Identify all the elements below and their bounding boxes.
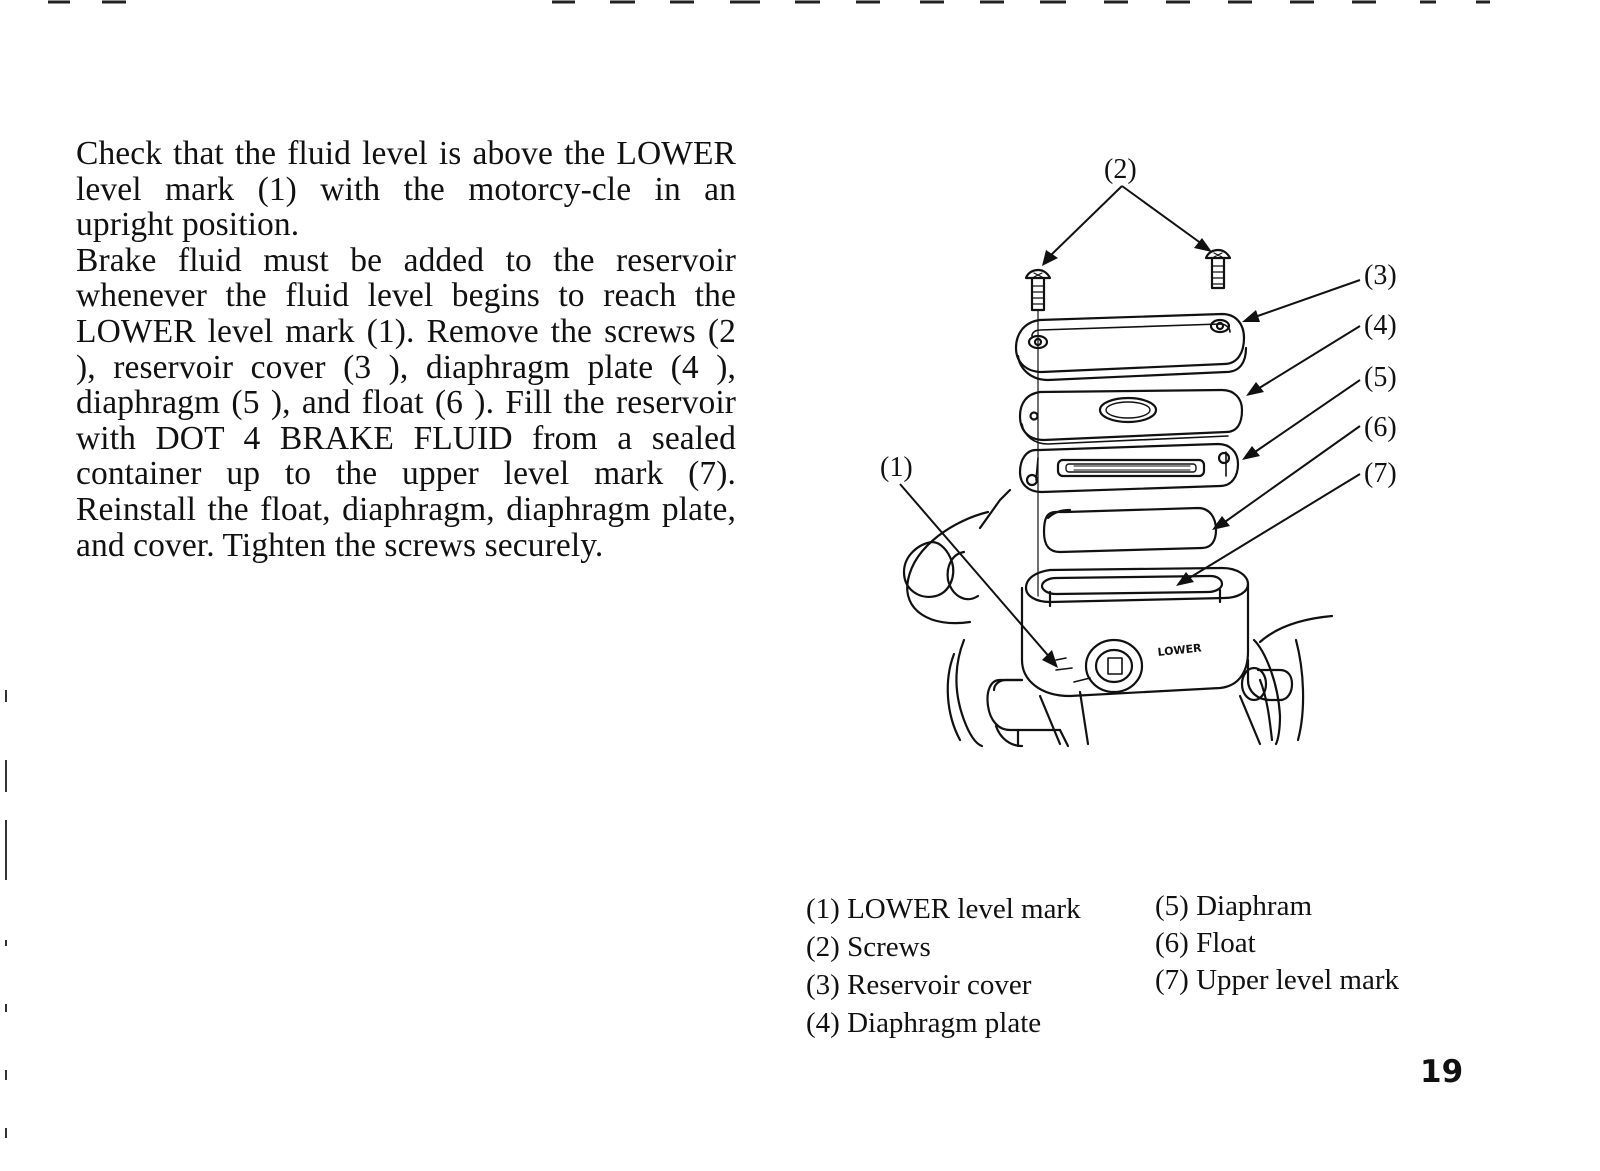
scan-edge-marks-left xyxy=(5,690,7,1138)
scan-edge-marks-top xyxy=(48,0,1490,4)
callout-5: (5) xyxy=(1364,362,1397,393)
parts-legend-left: (1) LOWER level mark (2) Screws (3) Rese… xyxy=(806,890,1081,1042)
page-number: 19 xyxy=(1420,1054,1464,1090)
instruction-text: Check that the fluid level is above the … xyxy=(76,136,736,563)
legend-item: (5) Diaphram xyxy=(1155,890,1313,922)
callout-4: (4) xyxy=(1364,310,1397,341)
instruction-paragraph-1: Check that the fluid level is above the … xyxy=(76,135,736,244)
parts-legend-right: (5) Diaphram (6) Float (7) Upper level m… xyxy=(1155,888,1399,999)
legend-item: (6) Float xyxy=(1155,927,1256,959)
embossed-lower-label: LOWER xyxy=(1157,641,1203,659)
legend-item: (4) Diaphragm plate xyxy=(806,1007,1042,1039)
callout-2: (2) xyxy=(1104,154,1137,185)
legend-item: (7) Upper level mark xyxy=(1155,964,1399,996)
callout-1: (1) xyxy=(880,452,913,483)
callout-7: (7) xyxy=(1364,458,1397,489)
instruction-paragraph-2: Brake fluid must be added to the reservo… xyxy=(76,241,736,564)
callout-6: (6) xyxy=(1364,412,1397,443)
legend-item: (3) Reservoir cover xyxy=(806,969,1032,1001)
callout-3: (3) xyxy=(1364,260,1397,291)
brake-reservoir-diagram: (2) (3) (4) (5) (6) (7) (1) LOWER xyxy=(880,154,1397,748)
legend-item: (2) Screws xyxy=(806,931,931,963)
legend-item: (1) LOWER level mark xyxy=(806,893,1081,925)
